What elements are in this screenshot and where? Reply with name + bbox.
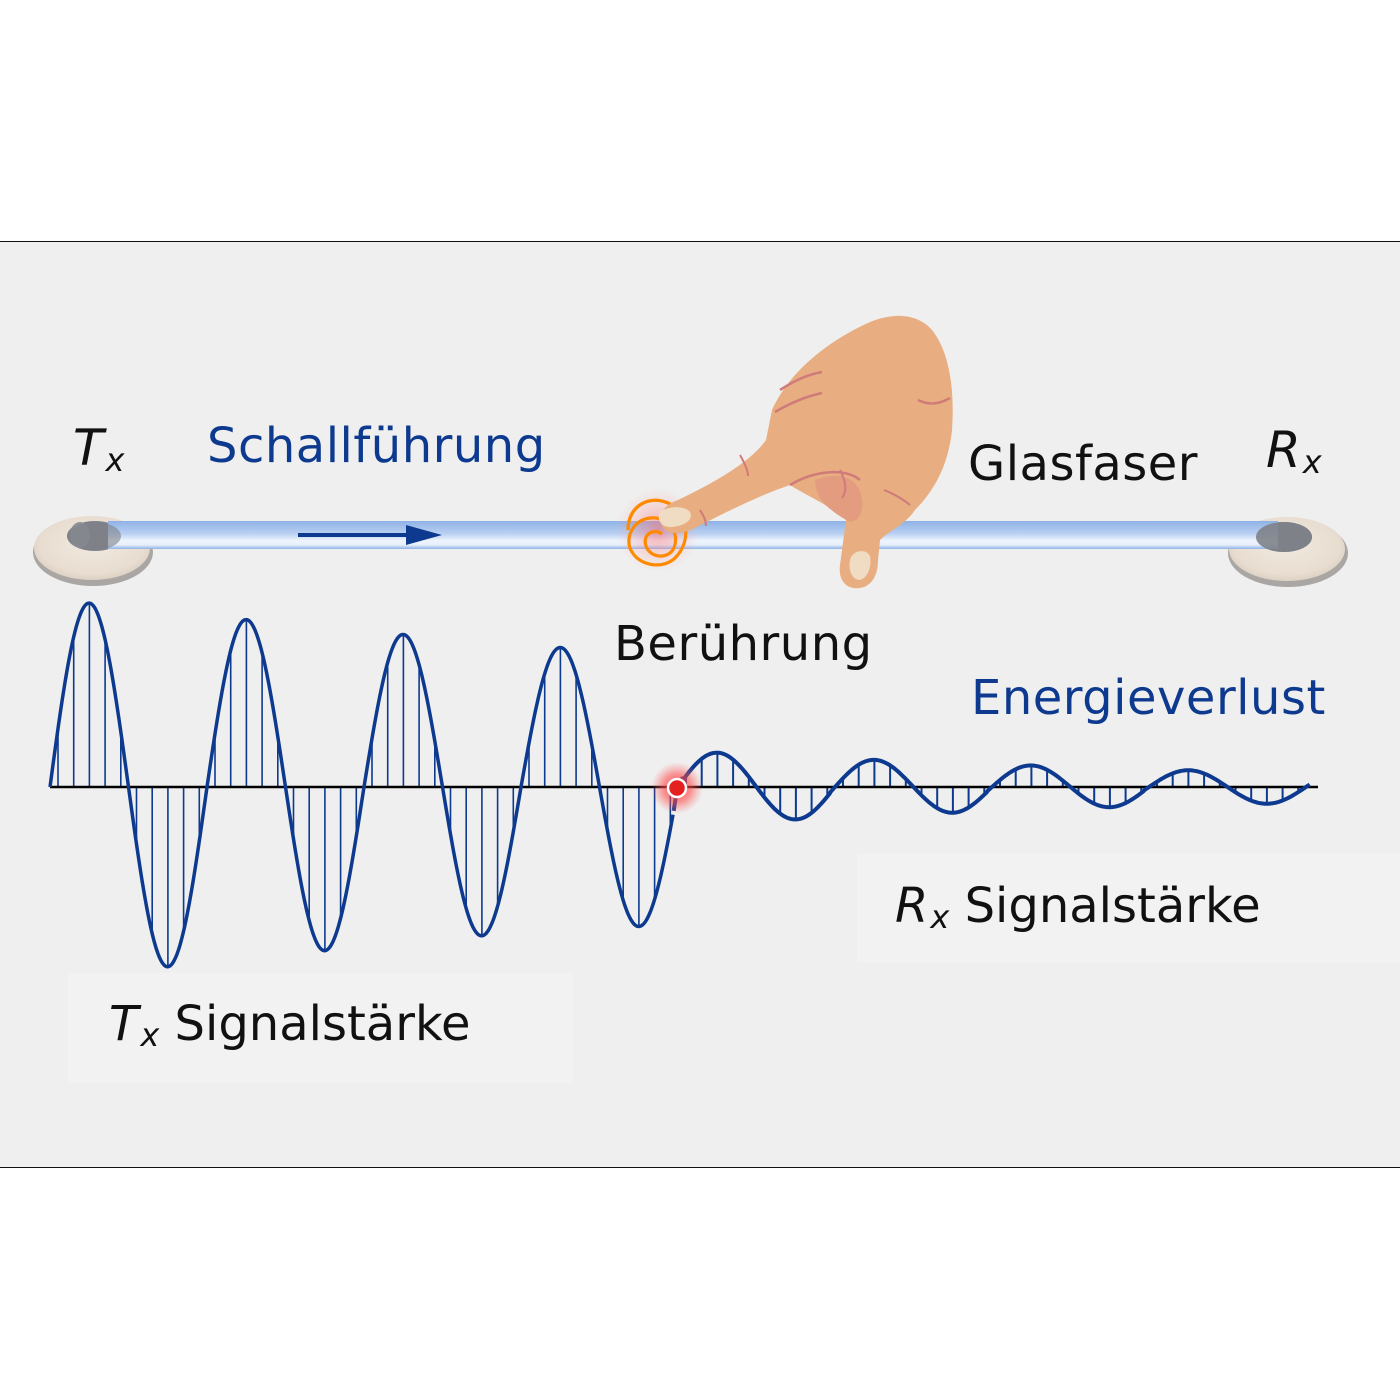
rx-strength-label: Rx Signalstärke [895, 882, 1261, 933]
tx-strength-subscript: x [140, 1016, 160, 1054]
fiber-label: Glasfaser [968, 436, 1199, 492]
rx-symbol-label: Rx [1266, 425, 1322, 478]
rx-subscript: x [1302, 443, 1322, 481]
pointing-hand-icon [658, 315, 953, 589]
tx-strength-symbol: T [109, 996, 139, 1052]
tx-strength-label: Tx Signalstärke [109, 1000, 471, 1051]
rx-strength-subscript: x [930, 898, 950, 936]
rx-signal-curve [671, 750, 1311, 822]
tx-signal-curve [48, 601, 675, 969]
tx-strength-label-box [68, 973, 573, 1083]
arrow-right-icon [298, 525, 442, 545]
touch-point-marker [651, 762, 703, 814]
tx-symbol-label: Tx [73, 423, 124, 476]
tx-subscript: x [105, 441, 125, 479]
tx-symbol: T [73, 419, 104, 477]
rx-strength-text: Signalstärke [964, 878, 1261, 934]
rx-strength-symbol: R [895, 878, 929, 934]
sound-guide-label: Schallführung [207, 418, 546, 474]
tx-strength-text: Signalstärke [174, 996, 471, 1052]
energy-loss-label: Energieverlust [971, 670, 1326, 726]
rx-symbol: R [1266, 421, 1301, 479]
touch-label: Berührung [614, 616, 873, 672]
rx-strength-label-box [857, 853, 1400, 963]
